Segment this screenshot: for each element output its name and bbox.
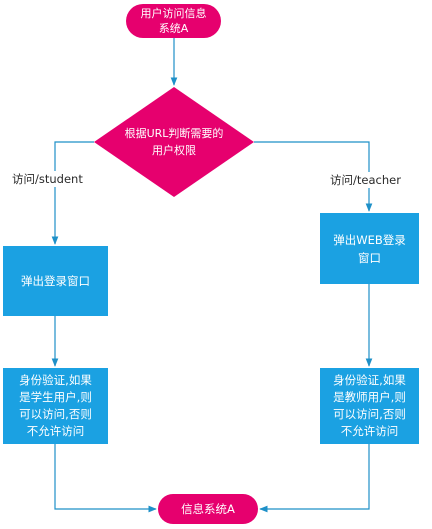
login-student-node-label: 弹出登录窗口	[21, 274, 90, 288]
login-teacher-node-label: 弹出WEB登录 窗口	[333, 232, 406, 265]
decision-node-shape	[94, 87, 254, 197]
login-student-node-shape	[3, 246, 108, 316]
edge-label-student: 访问/student	[10, 171, 85, 187]
login-teacher-node-shape	[320, 213, 419, 284]
decision-node-label: 根据URL判断需要的 用户权限	[124, 127, 224, 157]
verify-student-node-shape	[3, 368, 108, 444]
verify-teacher-node-label: 身份验证,如果 是教师用户,则 可以访问,否则 不允许访问	[333, 373, 406, 438]
arrow-decision-to-login-student	[51, 141, 94, 245]
start-node-shape	[126, 4, 221, 38]
end-node-label: 信息系统A	[181, 502, 235, 516]
end-node-shape	[158, 494, 258, 524]
start-node-label: 用户访问信息 系统A	[140, 7, 207, 35]
arrow-verify-student-to-end	[54, 444, 157, 513]
verify-student-node-label: 身份验证,如果 是学生用户,则 可以访问,否则 不允许访问	[19, 373, 92, 438]
arrow-decision-to-login-teacher	[254, 141, 373, 212]
verify-teacher-node-shape	[320, 368, 419, 444]
arrow-verify-teacher-to-end	[259, 444, 370, 513]
edge-label-teacher: 访问/teacher	[328, 172, 403, 188]
